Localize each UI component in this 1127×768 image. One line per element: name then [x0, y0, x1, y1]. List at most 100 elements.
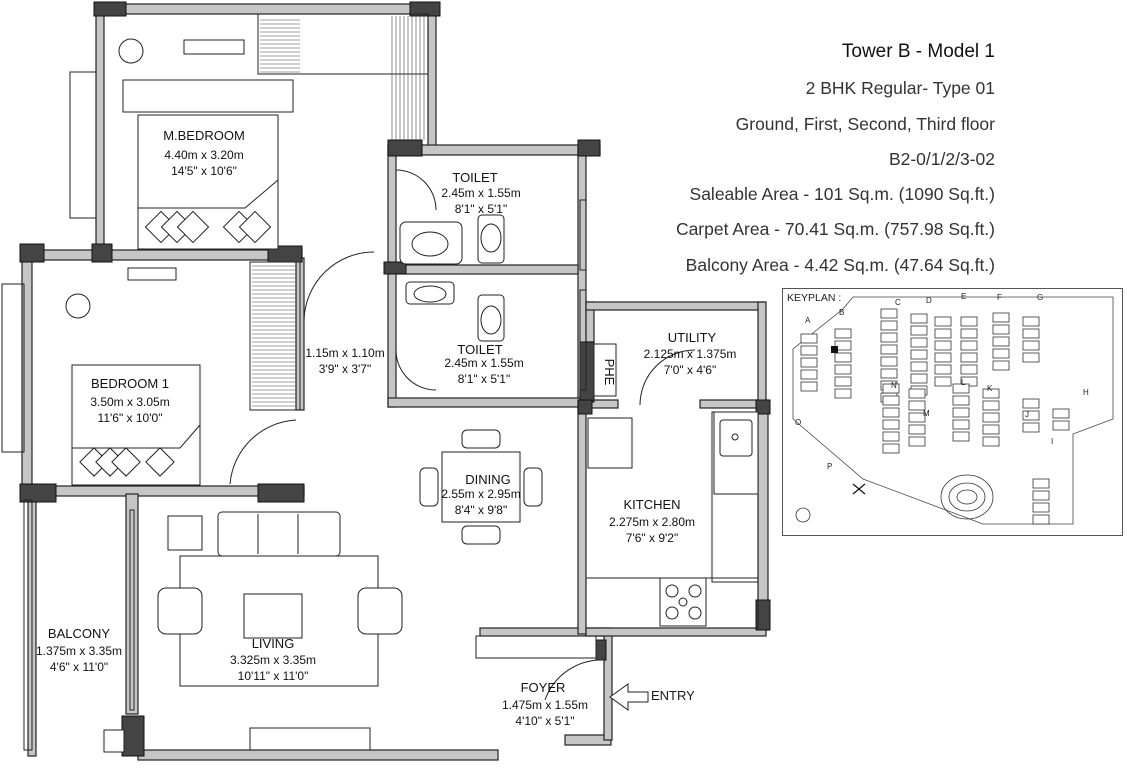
wall — [757, 399, 769, 631]
kitchen-fixtures — [585, 411, 759, 629]
window — [249, 727, 371, 751]
dining-table — [419, 429, 543, 545]
room-name-utility: UTILITY — [668, 330, 717, 345]
bed — [122, 79, 294, 250]
keyplan-block-label: A — [805, 316, 811, 325]
column — [93, 1, 127, 17]
pillows — [144, 210, 272, 244]
room-dim-utility-ft: 7'0" x 4'6" — [664, 363, 716, 377]
room-dim-dining-m: 2.55m x 2.95m — [441, 487, 520, 501]
north-compass-icon — [795, 507, 811, 523]
column — [577, 399, 593, 415]
room-name-dining: DINING — [465, 472, 511, 487]
room-dim-toilet-1-m: 2.45m x 1.55m — [441, 186, 520, 200]
room-name-foyer: FOYER — [521, 680, 566, 695]
keyplan-block-label: K — [987, 384, 993, 393]
wall — [757, 301, 767, 403]
column — [121, 715, 145, 757]
door-swing — [395, 349, 437, 391]
column — [19, 483, 57, 503]
room-dim-kitchen-m: 2.275m x 2.80m — [609, 515, 695, 529]
room-dim-toilet-2-m: 2.45m x 1.55m — [444, 356, 523, 370]
room-dim-utility-m: 2.125m x 1.375m — [644, 347, 737, 361]
window — [579, 289, 587, 391]
wall — [21, 249, 303, 261]
room-dim-living-m: 3.325m x 3.35m — [230, 653, 316, 667]
room-name-kitchen: KITCHEN — [623, 497, 680, 512]
staircase — [249, 13, 429, 411]
wall — [577, 409, 587, 635]
keyplan-block-label: I — [1051, 437, 1053, 446]
keyplan-title: KEYPLAN : — [787, 292, 842, 304]
keyplan-block-label: C — [895, 298, 901, 307]
wall — [427, 3, 437, 153]
wall — [137, 749, 499, 761]
keyplan-block-label: H — [1083, 388, 1089, 397]
column — [577, 139, 601, 157]
room-dim-master-bedroom-m: 4.40m x 3.20m — [164, 148, 243, 162]
room-dim-bedroom-1-ft: 11'6" x 10'0" — [98, 411, 163, 425]
room-dim-foyer-m: 1.475m x 1.55m — [502, 698, 588, 712]
lamp-table — [65, 293, 91, 319]
wall — [95, 3, 437, 15]
room-name-phe: PHE — [602, 359, 617, 386]
column — [755, 599, 771, 631]
wall — [125, 493, 139, 715]
column — [91, 243, 113, 263]
room-dim-balcony-m: 1.375m x 3.35m — [36, 644, 122, 658]
room-dim-bedroom-1-m: 3.50m x 3.05m — [90, 395, 169, 409]
room-name-toilet-2: TOILET — [457, 342, 502, 357]
keyplan-block-label: D — [926, 296, 932, 305]
window — [1, 283, 25, 453]
room-dim-passage-ft: 3'9" x 3'7" — [319, 362, 371, 376]
balcony-area: Balcony Area - 4.42 Sq.m. (47.64 Sq.ft.) — [685, 255, 995, 275]
floors-text: Ground, First, Second, Third floor — [735, 114, 995, 134]
room-dim-balcony-ft: 4'6" x 11'0" — [50, 660, 108, 674]
wall — [395, 264, 579, 275]
lamp-table — [118, 38, 144, 64]
keyplan-block-label: O — [795, 418, 801, 427]
wall — [585, 301, 765, 311]
toilet-fixtures — [399, 214, 505, 342]
entry-label: ENTRY — [651, 688, 695, 703]
column — [387, 139, 423, 157]
window — [69, 71, 97, 219]
door-swing — [229, 419, 297, 485]
balcony-fixture — [103, 729, 125, 753]
window — [475, 635, 597, 659]
column — [383, 261, 407, 275]
keyplan-block-label: E — [961, 292, 966, 301]
wall — [95, 3, 105, 255]
keyplan-block-label: J — [1025, 410, 1029, 419]
room-dim-foyer-ft: 4'10" x 5'1" — [515, 714, 574, 728]
room-dim-kitchen-ft: 7'6" x 9'2" — [626, 531, 678, 545]
column — [257, 483, 305, 503]
room-dim-dining-ft: 8'4" x 9'8" — [455, 503, 507, 517]
room-dim-toilet-2-ft: 8'1" x 5'1" — [458, 372, 510, 386]
keyplan-block-label: G — [1037, 293, 1043, 302]
keyplan-block-label: B — [839, 308, 844, 317]
room-name-master-bedroom: M.BEDROOM — [163, 128, 245, 143]
room-name-living: LIVING — [252, 636, 295, 651]
window — [127, 267, 177, 281]
room-dim-master-bedroom-ft: 14'5" x 10'6" — [171, 164, 237, 178]
living-furniture — [157, 511, 403, 687]
room-dim-toilet-1-ft: 8'1" x 5'1" — [455, 202, 507, 216]
unit-code: B2-0/1/2/3-02 — [888, 149, 995, 169]
column — [579, 341, 595, 403]
window — [183, 39, 245, 55]
wall — [585, 627, 767, 637]
carpet-area: Carpet Area - 70.41 Sq.m. (757.98 Sq.ft.… — [675, 219, 995, 239]
keyplan-block-label: M — [923, 409, 930, 418]
door-swing — [639, 349, 696, 406]
door-swing — [303, 251, 375, 321]
wall — [387, 144, 397, 408]
room-dim-passage-m: 1.15m x 1.10m — [305, 346, 384, 360]
window — [23, 499, 33, 751]
keyplan-block-label: L — [961, 378, 966, 387]
wall — [387, 397, 584, 408]
unit-type: 2 BHK Regular- Type 01 — [805, 78, 995, 98]
column — [595, 639, 607, 661]
